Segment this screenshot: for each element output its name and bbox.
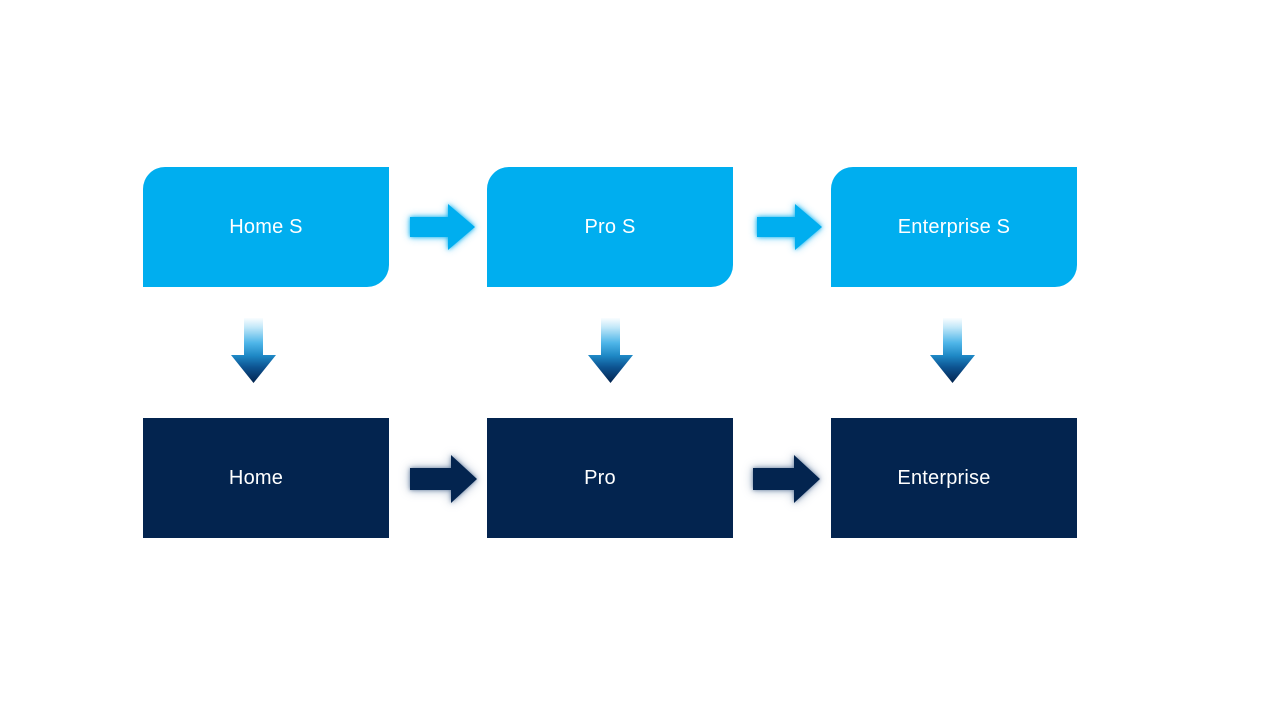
node-label: Enterprise	[897, 466, 991, 489]
node-label: Home	[228, 466, 284, 489]
node-home: Home	[143, 418, 389, 538]
down-arrow-icon	[930, 318, 975, 383]
right-arrow-icon	[753, 455, 820, 503]
right-arrow-icon	[410, 204, 475, 250]
node-label: Enterprise S	[897, 215, 1011, 238]
down-arrow-icon	[231, 318, 276, 383]
right-arrow-icon	[757, 204, 822, 250]
node-pro-s: Pro S	[487, 167, 733, 287]
node-label: Pro S	[584, 215, 636, 238]
node-label: Pro	[584, 466, 616, 489]
node-enterprise: Enterprise	[831, 418, 1077, 538]
node-label: Home S	[229, 215, 303, 238]
right-arrow-icon	[410, 455, 477, 503]
node-home-s: Home S	[143, 167, 389, 287]
node-enterprise-s: Enterprise S	[831, 167, 1077, 287]
node-pro: Pro	[487, 418, 733, 538]
down-arrow-icon	[588, 318, 633, 383]
